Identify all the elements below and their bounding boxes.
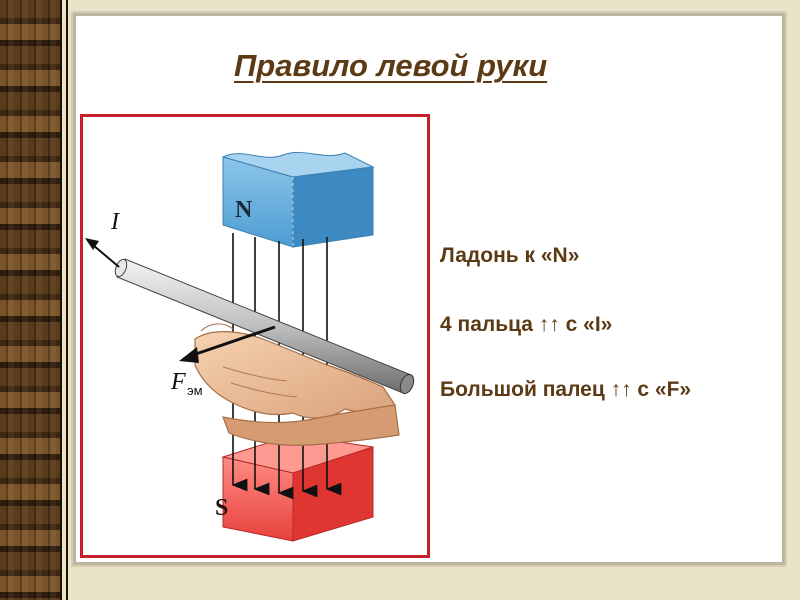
current-arrow [85,238,120,268]
force-label: F [170,369,186,395]
decorative-border [0,0,60,600]
rule-fingers: 4 пальца ↑↑ с «I» [440,313,613,336]
force-subscript: эм [187,383,203,398]
north-magnet [221,151,375,248]
left-hand-rule-figure: N S [80,114,430,558]
current-label: I [110,209,120,235]
figure-svg: N S [85,151,415,542]
south-magnet [221,434,374,542]
rule-thumb: Большой палец ↑↑ с «F» [440,378,692,401]
border-divider [60,0,62,600]
north-pole-label: N [235,197,253,223]
conductor-rod [114,258,415,395]
force-arrow [179,325,276,363]
rule-palm: Ладонь к «N» [440,244,580,267]
slide-title: Правило левой руки [234,48,548,83]
left-hand [194,323,400,446]
border-divider [66,0,68,600]
south-pole-label: S [215,495,228,521]
